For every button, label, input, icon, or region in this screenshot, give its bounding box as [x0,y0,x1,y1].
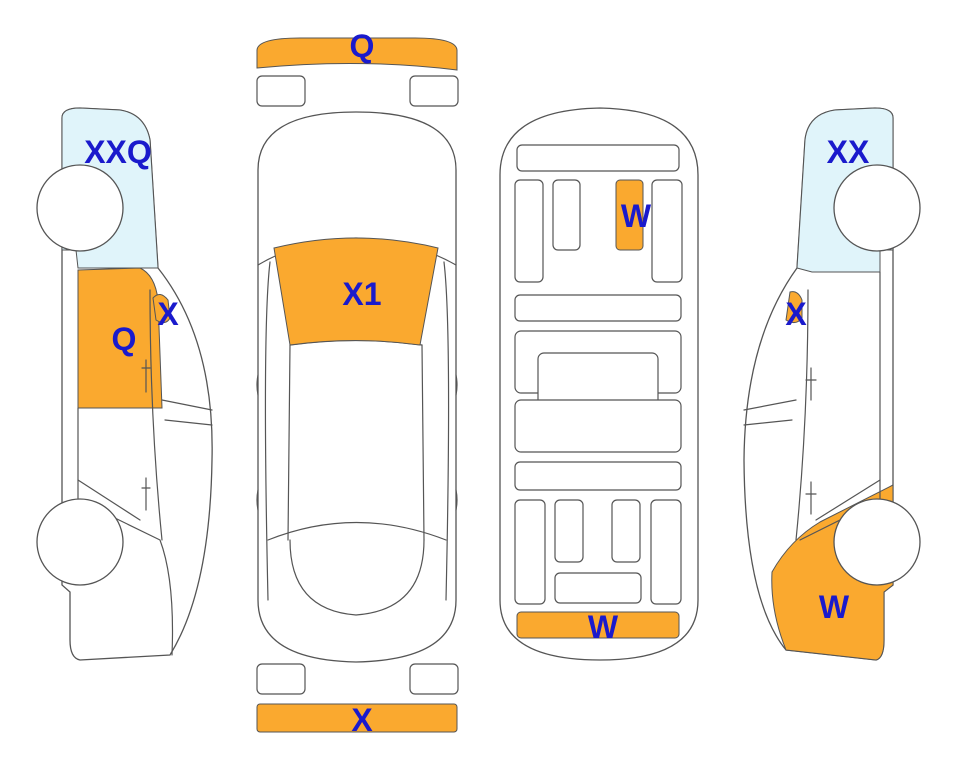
hood-label: X1 [342,276,381,312]
left-mirror-panel[interactable] [152,294,171,324]
top-view-car: X1 [256,111,458,663]
left-fender-label: XXQ [84,134,152,170]
left-front-wheel [36,164,124,252]
rear-left-taillight [256,663,306,695]
underbody-view: W W [499,107,699,661]
hood-panel[interactable] [273,237,439,346]
left-door-label: Q [112,321,137,357]
left-front-door-panel[interactable] [77,267,163,409]
left-side-view: XXQ Q X [36,107,213,661]
rear-right-taillight [409,663,459,695]
rear-bumper-group[interactable]: X [256,702,458,738]
right-rear-wheel [833,164,921,252]
right-mirror-label: X [785,296,807,332]
front-left-headlight [256,75,306,107]
front-bumper-group[interactable]: Q [256,28,458,71]
top-view-body [257,111,457,663]
left-mirror-label: X [157,296,179,332]
front-bumper-label: Q [350,28,375,64]
right-fender-label: W [819,589,850,625]
front-right-headlight [409,75,459,107]
rear-bumper-label: X [351,702,373,738]
right-side-view: XX X W [743,107,921,661]
right-mirror-panel[interactable] [785,291,803,324]
underbody-rear-edge-label: W [588,609,619,645]
right-front-wheel [833,498,921,586]
rear-bumper-panel[interactable] [256,703,458,733]
right-upper-label: XX [827,134,870,170]
underbody-crossmember-panel[interactable] [615,179,644,251]
underbody-crossmember-label: W [621,198,652,234]
underbody-rear-edge-panel[interactable] [516,611,680,639]
left-rear-wheel [36,498,124,586]
front-bumper-panel[interactable] [256,37,458,71]
